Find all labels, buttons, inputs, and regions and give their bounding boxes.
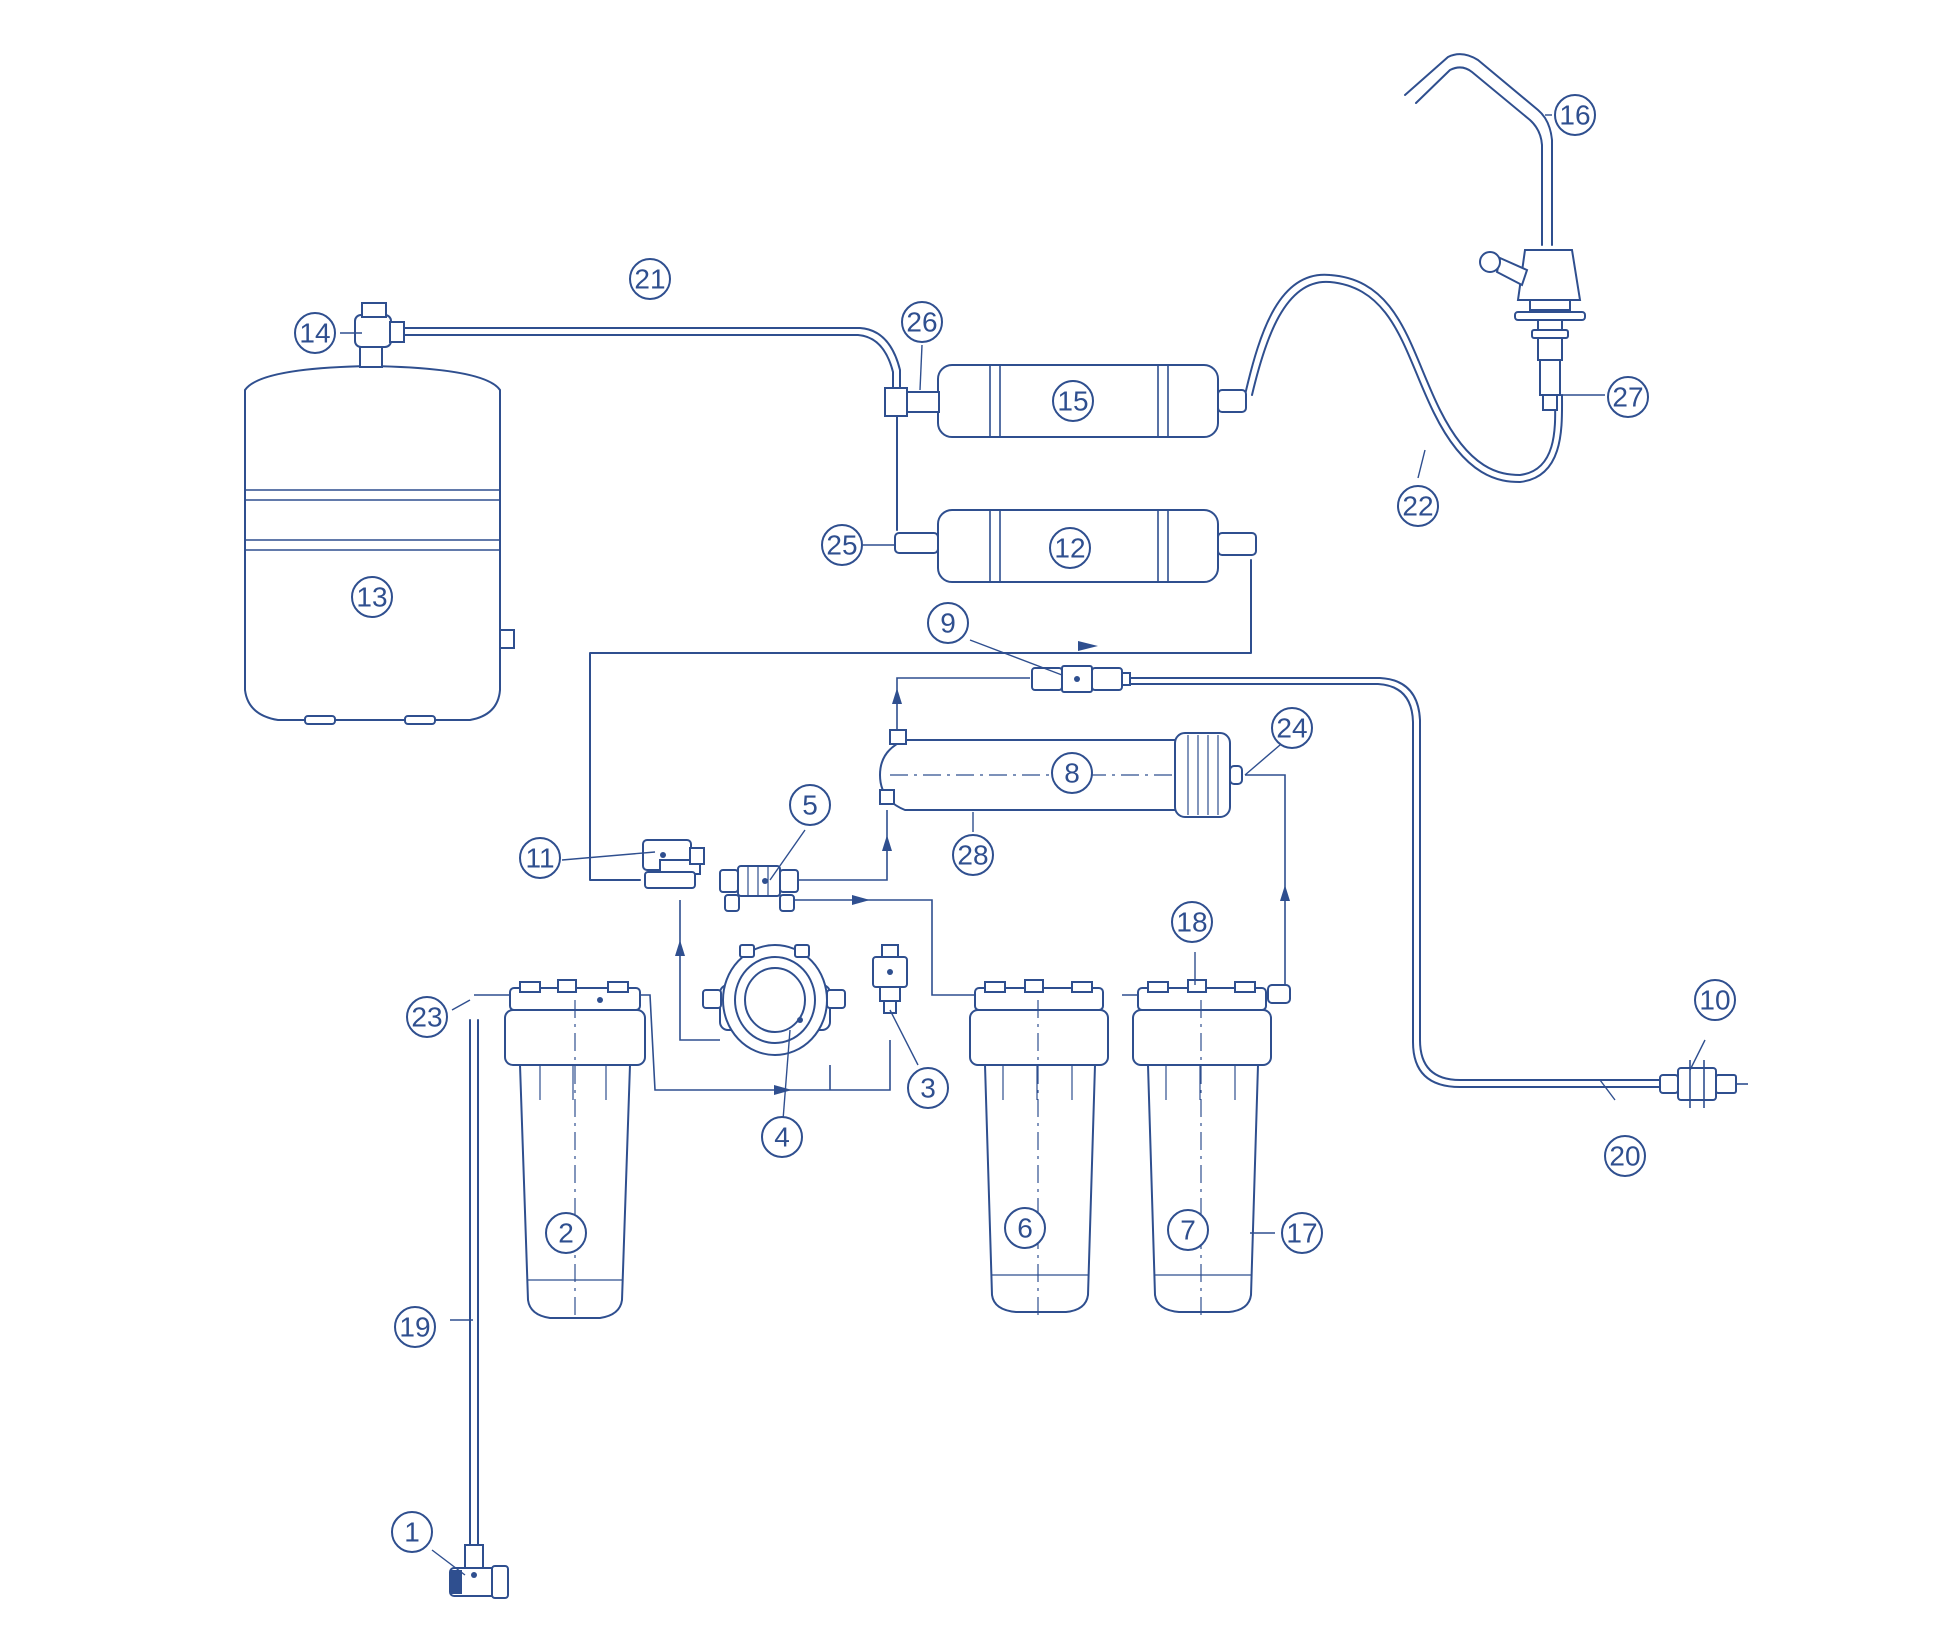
- callout-18: 18: [1171, 901, 1213, 943]
- svg-text:9: 9: [940, 608, 956, 639]
- svg-text:6: 6: [1017, 1213, 1033, 1244]
- svg-text:1: 1: [404, 1517, 420, 1548]
- svg-text:17: 17: [1286, 1218, 1317, 1249]
- drain-saddle-10: [1659, 1060, 1748, 1108]
- callout-11: 11: [519, 837, 561, 879]
- check-valve-5: [719, 865, 799, 912]
- leader-lines: [340, 114, 1706, 1576]
- callout-13: 13: [351, 576, 393, 618]
- svg-text:3: 3: [920, 1073, 936, 1104]
- svg-text:5: 5: [802, 790, 818, 821]
- callout-27: 27: [1607, 376, 1649, 418]
- svg-text:25: 25: [826, 530, 857, 561]
- callout-6: 6: [1004, 1207, 1046, 1249]
- callout-14: 14: [294, 312, 336, 354]
- feed-valve-1: [449, 1544, 509, 1599]
- callout-9: 9: [927, 602, 969, 644]
- svg-text:14: 14: [299, 318, 330, 349]
- tube-21: [401, 327, 901, 391]
- callout-15: 15: [1052, 380, 1094, 422]
- housing-7: [1132, 979, 1291, 1315]
- callout-10: 10: [1694, 979, 1736, 1021]
- svg-text:19: 19: [399, 1312, 430, 1343]
- callout-22: 22: [1397, 485, 1439, 527]
- callout-17: 17: [1281, 1212, 1323, 1254]
- svg-text:7: 7: [1180, 1215, 1196, 1246]
- callout-1: 1: [391, 1511, 433, 1553]
- svg-text:16: 16: [1559, 100, 1590, 131]
- callout-2: 2: [545, 1212, 587, 1254]
- callouts: 1 2 3 4 5 6 7 8 9 10 11 12 13 14 15 16 1…: [294, 94, 1736, 1553]
- booster-pump-4: [702, 944, 846, 1056]
- callout-7: 7: [1167, 1209, 1209, 1251]
- shutoff-valve-11: [642, 839, 705, 889]
- callout-4: 4: [761, 1116, 803, 1158]
- svg-text:22: 22: [1402, 491, 1433, 522]
- svg-text:15: 15: [1057, 386, 1088, 417]
- faucet: [1404, 53, 1586, 411]
- callout-5: 5: [789, 784, 831, 826]
- svg-text:21: 21: [634, 264, 665, 295]
- svg-text:13: 13: [356, 582, 387, 613]
- callout-20: 20: [1604, 1135, 1646, 1177]
- housing-2: [504, 979, 646, 1320]
- tube-22: [1244, 273, 1557, 476]
- tube-12-outlet: [589, 559, 1252, 881]
- callout-28: 28: [952, 834, 994, 876]
- tee-26: [884, 387, 908, 417]
- svg-text:23: 23: [411, 1002, 442, 1033]
- callout-26: 26: [901, 301, 943, 343]
- callout-12: 12: [1049, 527, 1091, 569]
- flow-restrictor-9: [1031, 665, 1131, 693]
- callout-23: 23: [406, 996, 448, 1038]
- svg-text:20: 20: [1609, 1141, 1640, 1172]
- callout-19: 19: [394, 1306, 436, 1348]
- svg-text:8: 8: [1064, 758, 1080, 789]
- storage-tank: [244, 302, 515, 725]
- svg-text:12: 12: [1054, 533, 1085, 564]
- svg-text:26: 26: [906, 307, 937, 338]
- svg-text:11: 11: [525, 843, 554, 874]
- callout-21: 21: [629, 258, 671, 300]
- svg-text:10: 10: [1699, 985, 1730, 1016]
- callout-3: 3: [907, 1067, 949, 1109]
- callout-16: 16: [1554, 94, 1596, 136]
- svg-text:2: 2: [558, 1218, 574, 1249]
- callout-25: 25: [821, 524, 863, 566]
- callout-8: 8: [1051, 752, 1093, 794]
- svg-text:27: 27: [1612, 382, 1643, 413]
- svg-text:24: 24: [1276, 713, 1307, 744]
- piping: [401, 273, 1671, 1551]
- flow-arrows: [675, 641, 1290, 1095]
- pressure-switch-3: [872, 944, 908, 1014]
- tube-20: [1127, 677, 1671, 1081]
- callout-24: 24: [1271, 707, 1313, 749]
- svg-text:28: 28: [957, 840, 988, 871]
- housing-6: [969, 979, 1109, 1315]
- svg-text:18: 18: [1176, 907, 1207, 938]
- svg-text:4: 4: [774, 1122, 790, 1153]
